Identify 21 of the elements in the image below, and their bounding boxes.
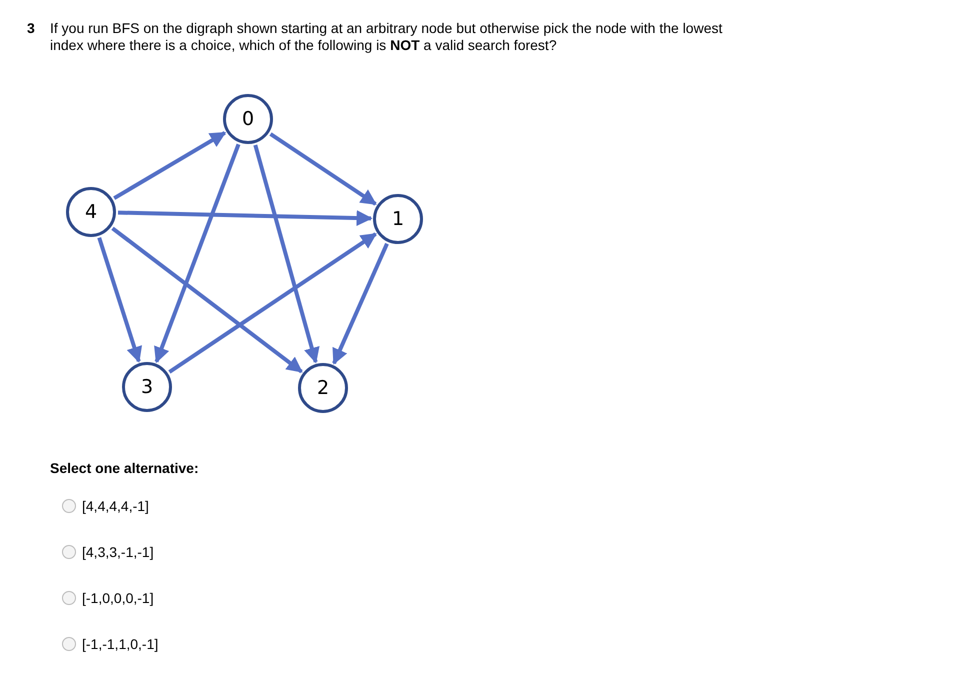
arrow (154, 144, 240, 364)
graph-node-circle: 2 (298, 363, 348, 413)
arrow (269, 132, 377, 206)
answer-option: [-1,-1,1,0,-1] (82, 636, 158, 652)
arrow (97, 237, 142, 363)
answer-option: [4,4,4,4,-1] (82, 498, 149, 514)
question-text: If you run BFS on the digraph shown starting at an arbitrary node but otherwise pick the node with the lowest index where there is a choice, which of the following is NOT a valid search forest? (50, 20, 724, 54)
arrow (253, 144, 320, 364)
arrow (113, 131, 226, 200)
graph-node-circle: 1 (373, 194, 423, 244)
arrow (332, 242, 389, 365)
arrow (111, 226, 303, 374)
graph-node-circle: 4 (66, 187, 116, 237)
arrow (118, 210, 373, 226)
graph-node-circle: 3 (122, 362, 172, 412)
answer-option: [-1,0,0,0,-1] (82, 590, 154, 606)
graph-node-circle: 0 (223, 94, 273, 144)
question-number: 3 (27, 20, 35, 36)
section-heading: Select one alternative: (50, 460, 199, 476)
arrow (168, 232, 377, 374)
answer-option: [4,3,3,-1,-1] (82, 544, 154, 560)
